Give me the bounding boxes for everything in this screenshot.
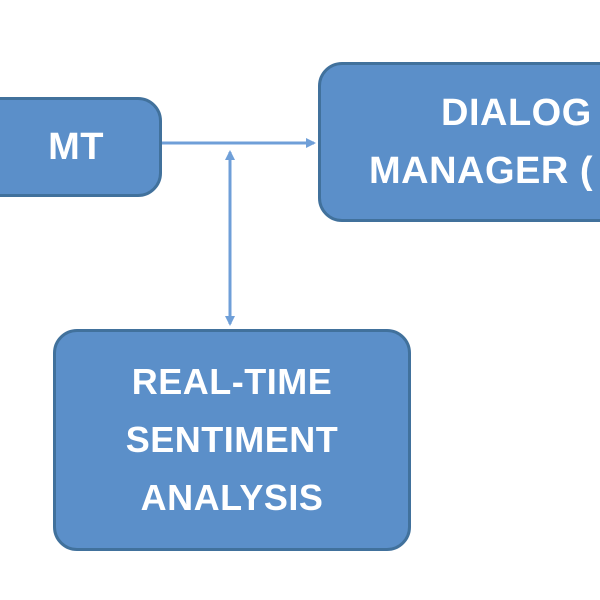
sentiment-label-line-2: SENTIMENT (125, 419, 339, 460)
sentiment-analysis-box: REAL-TIME SENTIMENT ANALYSIS (53, 329, 411, 551)
mt-box: MT (0, 97, 162, 197)
dialog-manager-label-line-2: MANAGER ( (369, 150, 594, 192)
dialog-manager-box: DIALOG MANAGER ( (318, 62, 600, 222)
sentiment-label-line-3: ANALYSIS (140, 477, 324, 518)
sentiment-label-line-1: REAL-TIME (131, 361, 333, 402)
mt-label: MT (48, 125, 104, 168)
dialog-manager-label-line-1: DIALOG (441, 92, 592, 134)
